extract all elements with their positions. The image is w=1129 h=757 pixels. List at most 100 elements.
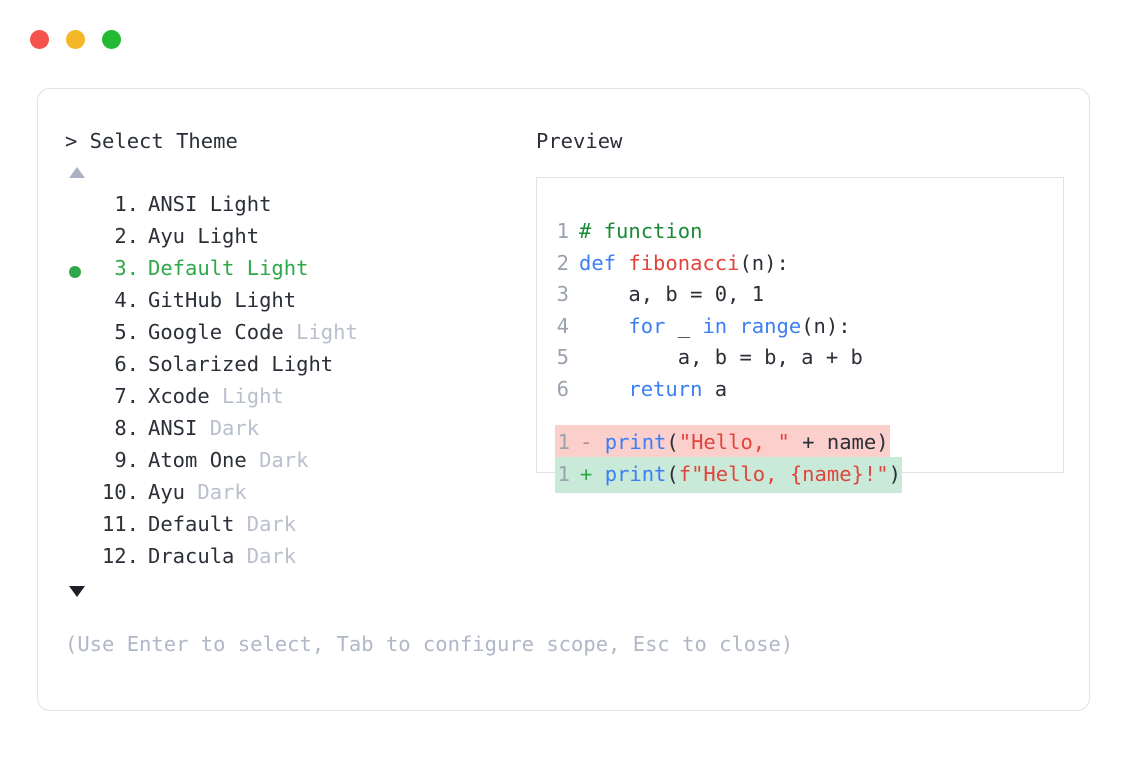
theme-item-index: 2. [114,223,139,248]
code-line: 1# function [555,216,902,248]
code-line: 6 return a [555,374,902,406]
diff-sign: - [580,430,605,454]
theme-list-item[interactable]: 9.Atom One Dark [65,448,535,480]
theme-list-item[interactable]: 7.Xcode Light [65,384,535,416]
line-number: 3 [556,282,569,306]
code-token [579,377,628,401]
theme-list[interactable]: 1. ANSI Light 2. Ayu Light 3. Default Light 4.… [65,192,535,576]
theme-item-name: Dracula [148,543,235,568]
theme-item-name: Solarized Light [148,351,334,376]
selection-bullet-cell [65,416,93,448]
theme-list-item[interactable]: 3. Default Light [65,256,535,288]
selection-bullet-cell [65,544,93,576]
line-number: 1 [556,219,569,243]
theme-item-index: 1. [114,191,139,216]
theme-item-index: 8. [114,415,139,440]
code-token: (n): [739,250,789,275]
selection-bullet-cell [65,512,93,544]
theme-item-name: Google Code [148,319,284,344]
diff-line-del: 1- print("Hello, " + name) [555,425,902,462]
selection-bullet-cell [65,352,93,384]
line-number: 4 [556,313,569,338]
selection-bullet-cell [65,320,93,352]
selection-bullet-cell [65,224,93,256]
theme-item-variant-suffix: Dark [234,511,297,536]
theme-item-name: ANSI [148,415,198,440]
code-token: "Hello, " [678,430,790,454]
selection-bullet-cell [65,480,93,512]
code-token: print [604,430,667,454]
code-line: 3 a, b = 0, 1 [555,279,902,311]
selection-bullet-cell [65,288,93,320]
prompt-title: > Select Theme [65,129,238,153]
theme-item-name: Ayu Light [148,223,260,248]
code-token: def [579,250,629,275]
selected-bullet-icon [69,265,81,278]
theme-selector-pane: > Select Theme 1. ANSI Light 2. Ayu Light 3.… [65,131,535,597]
minimize-window-button[interactable] [66,30,85,49]
scroll-down-arrow-icon[interactable] [69,585,85,597]
theme-item-name: Default Light [148,255,309,280]
line-number: 5 [556,345,569,369]
code-spacer [555,405,902,425]
diff-line-add: 1+ print(f"Hello, {name}!") [555,456,902,493]
theme-list-item[interactable]: 11. Default Dark [65,512,535,544]
keyboard-hint: (Use Enter to select, Tab to configure s… [65,632,794,656]
theme-item-index: 5. [114,319,139,344]
close-window-button[interactable] [30,30,49,49]
diff-line-content: 1+ print(f"Hello, {name}!") [555,456,902,493]
selection-bullet-cell [65,192,93,224]
code-token: fibonacci [628,250,740,275]
preview-pane-header: Preview [536,131,1066,152]
code-token: range [739,313,802,338]
theme-item-name: Ayu [148,479,186,504]
theme-list-item[interactable]: 4.GitHub Light [65,288,535,320]
theme-list-item[interactable]: 10.Ayu Dark [65,480,535,512]
theme-item-name: ANSI Light [148,191,272,216]
theme-item-name: Atom One [148,447,247,472]
code-token [579,314,628,338]
theme-item-name: Xcode [148,383,210,408]
theme-item-variant-suffix: Dark [234,543,297,568]
theme-item-index: 12. [101,543,139,568]
theme-list-item[interactable]: 5.Google Code Light [65,320,535,352]
selection-bullet-cell [65,448,93,480]
selection-bullet-cell [65,384,93,416]
theme-item-index: 6. [114,351,139,376]
code-token: f"Hello, {name}!" [678,461,889,486]
selection-bullet-cell [65,256,93,288]
code-token: in [702,313,728,338]
diff-line-content: 1- print("Hello, " + name) [555,425,890,462]
theme-item-index: 11. [101,511,139,536]
theme-item-variant-suffix: Light [209,383,284,408]
theme-list-item[interactable]: 8.ANSI Dark [65,416,535,448]
theme-list-item[interactable]: 2. Ayu Light [65,224,535,256]
theme-item-index: 4. [114,287,139,312]
maximize-window-button[interactable] [102,30,121,49]
theme-list-item[interactable]: 1. ANSI Light [65,192,535,224]
code-token: print [604,461,667,486]
scroll-up-arrow-icon[interactable] [69,166,85,178]
line-number: 1 [557,461,570,486]
code-token: + name) [789,430,889,454]
theme-item-name: Default [148,511,235,536]
theme-list-item[interactable]: 6. Solarized Light [65,352,535,384]
theme-picker-card: > Select Theme 1. ANSI Light 2. Ayu Light 3.… [37,88,1090,711]
code-token: return [628,376,703,401]
code-token: ) [888,461,901,486]
theme-item-index: 10. [101,479,139,504]
theme-list-item[interactable]: 12. Dracula Dark [65,544,535,576]
code-token: _ [665,313,703,338]
theme-item-index: 9. [114,447,139,472]
line-number: 6 [556,376,569,401]
preview-title: Preview [536,129,623,153]
code-line: 4 for _ in range(n): [555,311,902,343]
theme-item-index: 3. [114,255,139,280]
window-titlebar [30,30,121,49]
code-token: (n): [801,313,851,338]
code-token: a, b = 0, 1 [579,282,765,306]
code-line: 5 a, b = b, a + b [555,342,902,374]
